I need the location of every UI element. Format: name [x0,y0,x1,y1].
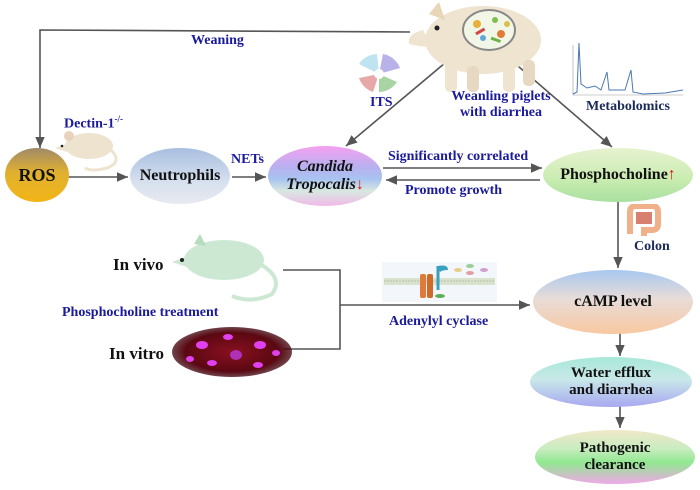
camp-level-node: cAMP level [533,270,693,334]
candida-node-text: Candida Tropocalis↓ [286,158,364,194]
its-label: ITS [370,95,393,110]
ros-node: ROS [5,148,69,202]
dectin-knockout-superscript: -/- [114,114,124,124]
weaning-label: Weaning [191,33,244,48]
ros-node-label: ROS [18,164,56,185]
candida-line1: Candida [296,158,353,176]
phosphocholine-treatment-label: Phosphocholine treatment [62,305,219,320]
candida-tropocalis-node: Candida Tropocalis↓ [268,146,382,206]
its-phylogenetic-icon [359,54,400,92]
dectin-knockout-mouse-icon [55,131,118,172]
pathogenic-clearance-node: Pathogenic clearance [535,430,695,484]
phosphocholine-node: Phosphocholine↑ [543,148,693,202]
weanling-piglets-line1: Weanling piglets [451,89,551,104]
metabolomics-chromatogram [572,42,684,96]
dectin-label-text: Dectin-1 [64,116,115,132]
decrease-arrow-icon: ↓ [355,176,364,193]
adenylyl-cyclase-label: Adenylyl cyclase [389,314,489,329]
neutrophils-node-label: Neutrophils [139,167,221,185]
neutrophils-node: Neutrophils [130,148,230,204]
dectin-label: Dectin-1-/- [64,114,123,133]
phosphocholine-node-label: Phosphocholine [560,166,668,184]
metabolomics-label: Metabolomics [586,99,670,114]
water-efflux-line2: and diarrhea [569,382,653,398]
piglet-illustration [408,2,541,92]
pathogenic-clearance-text: Pathogenic clearance [580,440,651,474]
weanling-piglets-line2: with diarrhea [459,105,543,121]
promote-growth-label: Promote growth [405,183,503,198]
candida-line2-text: Tropocalis [286,176,356,193]
colon-label: Colon [634,239,670,254]
water-efflux-node: Water efflux and diarrhea [530,357,692,407]
increase-arrow-icon: ↑ [667,166,676,184]
weaning-arrow [35,29,411,148]
in-vivo-mouse-icon [172,234,278,302]
adenylyl-cyclase-membrane-icon [382,262,497,302]
pathogenic-line2: clearance [584,457,646,473]
significantly-correlated-label: Significantly correlated [388,149,529,164]
nets-label: NETs [231,152,264,167]
pathogenic-line1: Pathogenic [579,440,651,457]
treatment-bracket [283,269,341,350]
camp-node-label: cAMP level [574,293,652,311]
water-efflux-line1: Water efflux [570,365,652,382]
in-vivo-label: In vivo [113,255,164,274]
in-vitro-label: In vitro [109,344,164,363]
in-vitro-cells-image [172,327,292,377]
weanling-piglets-label: Weanling piglets with diarrhea [441,89,561,121]
water-efflux-text: Water efflux and diarrhea [569,365,653,399]
candida-line2: Tropocalis↓ [286,176,364,194]
colon-icon [627,204,661,236]
